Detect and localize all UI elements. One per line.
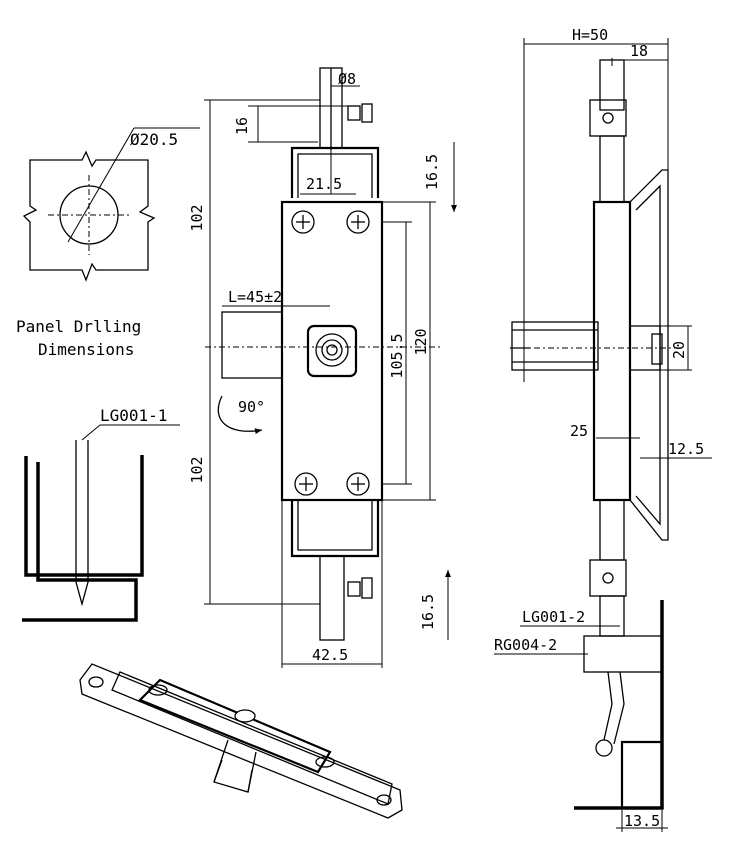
dim-16-5-top: 16.5 — [423, 154, 441, 190]
panel-drilling-view: Ø20.5 Panel Drlling Dimensions — [16, 127, 200, 359]
panel-drilling-title: Panel Drlling — [16, 317, 141, 336]
part-label-lg001-2: LG001-2 — [522, 608, 585, 626]
dim-16: 16 — [233, 117, 251, 135]
dim-105-5: 105.5 — [388, 333, 406, 378]
rotation-label: 90° — [238, 398, 265, 416]
hole-diameter-label: Ø20.5 — [130, 130, 178, 149]
dim-rod-dia: Ø8 — [338, 70, 356, 88]
dim-20: 20 — [670, 341, 688, 359]
dim-18: 18 — [630, 42, 648, 60]
dim-120: 120 — [412, 328, 430, 355]
dim-102-bottom: 102 — [188, 456, 206, 483]
dim-25: 25 — [570, 422, 588, 440]
isometric-view — [79, 663, 403, 819]
part-label-lg001-1: LG001-1 — [100, 406, 167, 425]
dim-42-5: 42.5 — [312, 646, 348, 664]
dim-16-5-bottom: 16.5 — [419, 594, 437, 630]
side-view — [510, 59, 680, 810]
dim-12-5: 12.5 — [668, 440, 704, 458]
dim-h50: H=50 — [572, 26, 608, 44]
side-view-dimensions: H=50 18 20 25 12.5 LG001-2 RG004-2 13.5 — [494, 26, 712, 832]
dim-13-5: 13.5 — [624, 812, 660, 830]
part-label-rg004-2: RG004-2 — [494, 636, 557, 654]
dim-102-top: 102 — [188, 204, 206, 231]
dim-21-5: 21.5 — [306, 175, 342, 193]
front-view-dimensions: Ø8 16 102 102 21.5 16.5 L=45±2 105.5 120… — [188, 70, 457, 668]
front-view: 90° — [205, 67, 440, 641]
panel-drilling-subtitle: Dimensions — [38, 340, 134, 359]
lg001-1-detail: LG001-1 — [22, 406, 180, 622]
dim-l: L=45±2 — [228, 288, 282, 306]
